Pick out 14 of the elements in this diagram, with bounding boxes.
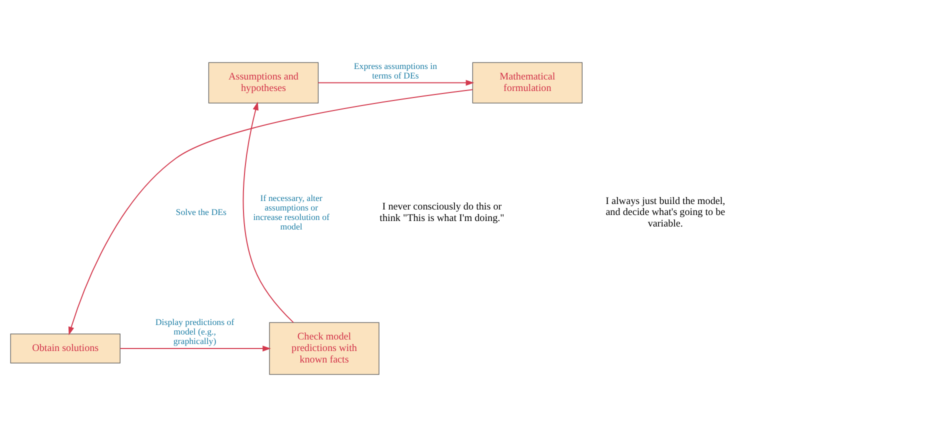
node-box: Obtain solutions [10,334,120,364]
arrow [242,102,294,323]
edge-label: Display predictions of model (e.g., graphically) [155,317,234,346]
node-box: Assumptions and hypotheses [208,62,319,104]
edge-label: If necessary, alter assumptions or increase resolution of model [253,192,330,232]
label: I never consciously do this or think "This is what I'm doing." [380,202,504,224]
node-box: Check model predictions with known facts [269,322,380,375]
arrow [318,80,474,86]
edge-label: Solve the DEs [176,207,226,218]
arrow [120,346,271,352]
label: I always just build the model, and decide what's going to be variable. [606,196,726,230]
edge-label: Express assumptions in terms of DEs [354,60,438,80]
arrow [68,89,473,336]
node-box: Mathematical formulation [472,62,582,104]
